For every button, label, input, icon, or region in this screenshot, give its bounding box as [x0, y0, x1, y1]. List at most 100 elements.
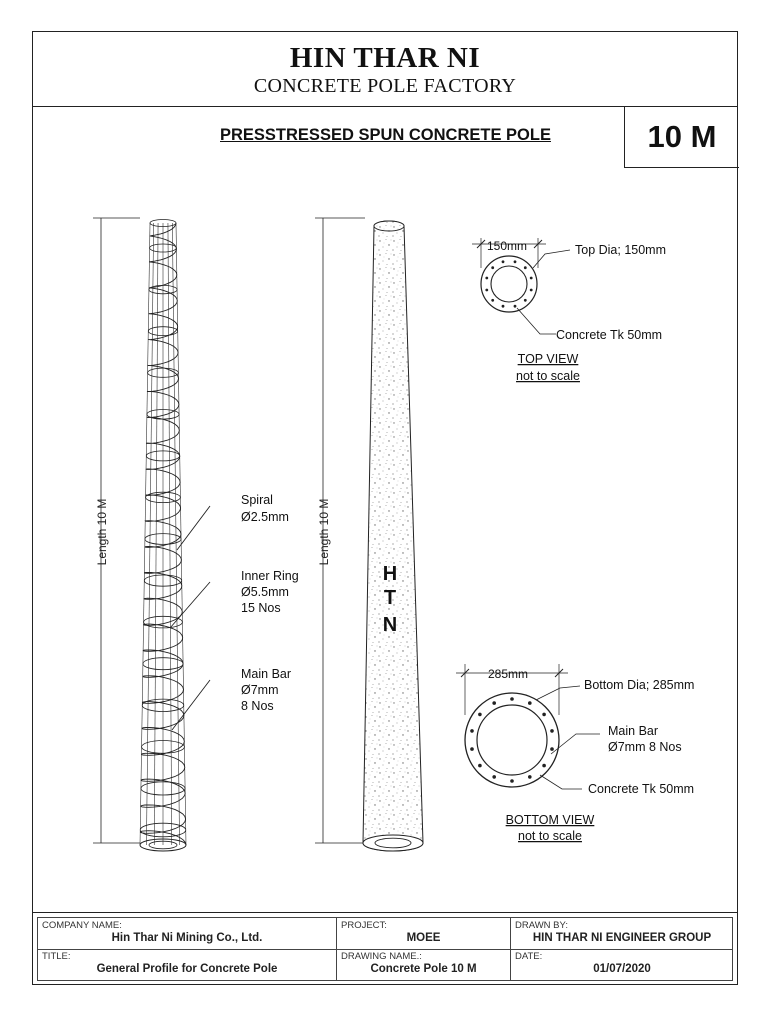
- main-bar-size: Ø7mm: [241, 683, 279, 697]
- project-cell: PROJECT: MOEE: [337, 918, 511, 949]
- main-bar-label: Main Bar: [241, 667, 291, 681]
- inner-ring: [142, 657, 184, 671]
- bottom-concrete-leader: [539, 774, 582, 790]
- inner-ring: [145, 491, 181, 503]
- drawing-name-cell: DRAWING NAME.: Concrete Pole 10 M: [337, 949, 511, 981]
- company-value: Hin Thar Ni Mining Co., Ltd.: [111, 932, 263, 944]
- drawing-name-value: Concrete Pole 10 M: [370, 963, 477, 975]
- top-rebar-dots: [485, 260, 533, 308]
- top-dia-label: Top Dia; 150mm: [575, 243, 666, 257]
- inner-ring: [145, 450, 181, 462]
- title-block: COMPANY NAME: Hin Thar Ni Mining Co., Lt…: [33, 912, 737, 985]
- top-view-caption: TOP VIEW: [518, 352, 579, 366]
- rebar-dot: [501, 304, 505, 308]
- inner-ring: [146, 409, 180, 420]
- drawn-by-cell: DRAWN BY: HIN THAR NI ENGINEER GROUP: [511, 918, 733, 949]
- inner-ring-size: Ø5.5mm: [241, 585, 289, 599]
- rebar-dot: [501, 260, 505, 264]
- bottom-view-caption: BOTTOM VIEW: [506, 813, 595, 827]
- rebar-dot: [478, 763, 482, 768]
- rebar-dot: [491, 266, 495, 270]
- top-concrete-label: Concrete Tk 50mm: [556, 328, 662, 342]
- rebar-dot: [542, 763, 546, 768]
- rebar-dot: [542, 712, 546, 717]
- drawn-by-value: HIN THAR NI ENGINEER GROUP: [532, 932, 712, 944]
- title-row: PRESSTRESSED SPUN CONCRETE POLE 10 M: [33, 106, 739, 196]
- pole-size-box: 10 M: [624, 106, 739, 168]
- bottom-dim-tick-right: [554, 668, 564, 678]
- rebar-dot: [510, 697, 514, 701]
- inner-ring: [140, 781, 186, 796]
- rebar-dot: [550, 729, 554, 733]
- bottom-dim-tick-left: [460, 668, 470, 678]
- project-label: PROJECT:: [341, 920, 387, 931]
- drawing-name-label: DRAWING NAME.:: [341, 951, 422, 962]
- drawn-by-label: DRAWN BY:: [515, 920, 568, 931]
- reinforcement-pole: [93, 217, 211, 852]
- pole-top-ring: [149, 219, 177, 227]
- inner-ring-leader: [169, 581, 211, 629]
- inner-ring-count: 15 Nos: [241, 601, 281, 615]
- main-bar-count: 8 Nos: [241, 699, 274, 713]
- concrete-pole: [315, 217, 424, 852]
- rebar-dot: [550, 747, 554, 751]
- left-length-label: Length 10 M: [95, 499, 109, 566]
- mark-letter-t: T: [384, 587, 396, 609]
- mark-letter-n: N: [383, 614, 397, 636]
- inner-ring: [149, 243, 177, 253]
- top-outer-circle: [480, 255, 538, 313]
- top-dim-tick-left: [476, 239, 486, 249]
- title-value: General Profile for Concrete Pole: [96, 963, 278, 975]
- rebar-dot: [523, 298, 527, 302]
- top-dim-tick-right: [533, 239, 543, 249]
- inner-ring-label: Inner Ring: [241, 569, 299, 583]
- bottom-view-section: [456, 664, 600, 790]
- bottom-main-bar-label: Main Bar: [608, 724, 658, 738]
- title-block-divider: [38, 949, 732, 950]
- rebar-dot: [492, 775, 497, 779]
- top-inner-circle: [490, 265, 528, 303]
- concrete-pole-base-inner: [374, 837, 412, 849]
- project-value: MOEE: [406, 932, 441, 944]
- rebar-dot: [470, 747, 474, 751]
- date-value: 01/07/2020: [593, 963, 651, 975]
- concrete-pole-body: [362, 220, 424, 852]
- bottom-dim-text: 285mm: [488, 667, 528, 681]
- htn-mark: H T N: [383, 563, 397, 636]
- pole-base-inner: [148, 840, 178, 850]
- inner-ring: [143, 615, 183, 629]
- bottom-dia-label: Bottom Dia; 285mm: [584, 678, 694, 692]
- top-dim-text: 150mm: [487, 239, 527, 253]
- rebar-dot: [523, 266, 527, 270]
- rebar-cage: [139, 222, 187, 846]
- rebar-dot: [510, 779, 514, 783]
- top-dia-leader: [532, 249, 571, 269]
- concrete-pole-top: [373, 220, 405, 232]
- bottom-rebar-dots: [470, 697, 554, 783]
- rebar-dot: [528, 701, 532, 705]
- inner-ring: [148, 284, 178, 295]
- company-label: COMPANY NAME:: [42, 920, 122, 931]
- header-block: HIN THAR NI CONCRETE POLE FACTORY: [33, 32, 737, 107]
- rebar-dot: [528, 775, 532, 779]
- bottom-view-scale: not to scale: [518, 829, 582, 843]
- rebar-dot: [513, 304, 517, 308]
- top-concrete-leader: [516, 307, 556, 335]
- main-bar-line: [146, 222, 154, 846]
- inner-ring: [144, 533, 182, 545]
- inner-ring: [141, 698, 185, 712]
- rebar-dot: [491, 298, 495, 302]
- top-view-labels: 150mm Top Dia; 150mm Concrete Tk 50mm TO…: [487, 239, 666, 383]
- rebar-dot: [529, 276, 533, 280]
- spiral-wire: [139, 222, 187, 846]
- date-label: DATE:: [515, 951, 543, 962]
- inner-ring: [147, 326, 179, 336]
- date-cell: DATE: 01/07/2020: [511, 949, 733, 981]
- mark-letter-h: H: [383, 563, 397, 585]
- bottom-view-labels: 285mm Bottom Dia; 285mm Main Bar Ø7mm 8 …: [488, 667, 694, 843]
- rebar-dot: [485, 288, 489, 292]
- rebar-dot: [492, 701, 497, 705]
- company-cell: COMPANY NAME: Hin Thar Ni Mining Co., Lt…: [38, 918, 337, 949]
- main-bar-line: [172, 222, 180, 846]
